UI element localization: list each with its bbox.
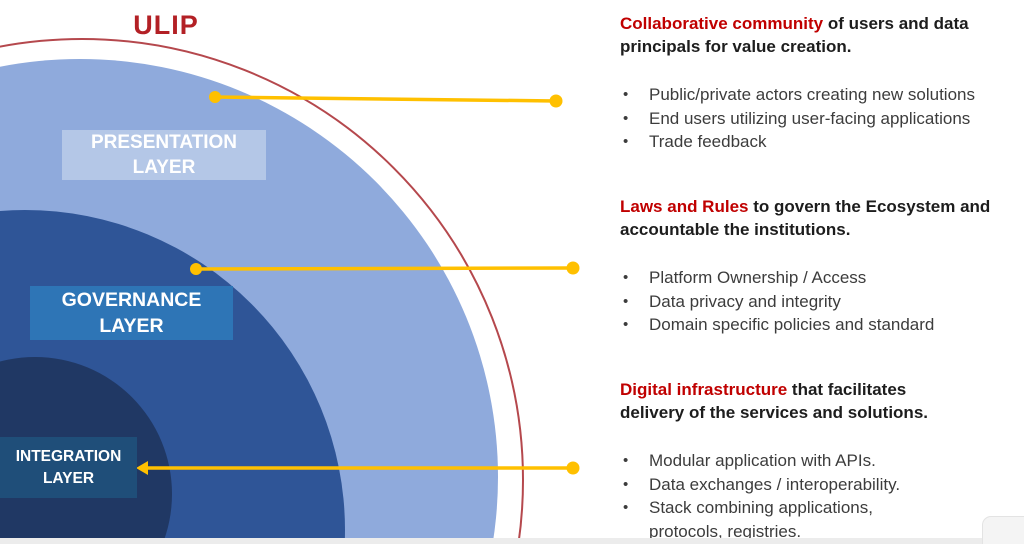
integration-layer-label: INTEGRATION LAYER (0, 437, 137, 498)
bullet-text: End users utilizing user-facing applicat… (649, 108, 971, 128)
bullet-text: Modular application with APIs. (649, 451, 876, 470)
heading-highlight: Laws and Rules (620, 197, 749, 216)
bullet-icon: • (623, 499, 629, 516)
list-item: • Stack combining applications, protocol… (620, 496, 1024, 543)
list-item: • End users utilizing user-facing applic… (620, 107, 1024, 131)
bullet-text: Stack combining applications, protocols,… (649, 498, 873, 541)
list-item: • Public/private actors creating new sol… (620, 83, 1024, 107)
bullet-icon: • (623, 292, 629, 310)
heading-highlight: Collaborative community (620, 14, 824, 33)
bullet-list: • Platform Ownership / Access • Data pri… (620, 266, 1024, 337)
outer-ring-circle (0, 38, 524, 544)
section-heading: Collaborative community of users and dat… (620, 12, 1024, 58)
bullet-icon: • (623, 86, 629, 103)
heading-rest: of users and data principals for value c… (620, 14, 969, 56)
heading-highlight: Digital infrastructure (620, 380, 788, 399)
list-item: • Platform Ownership / Access (620, 266, 1024, 290)
bullet-text: Trade feedback (649, 132, 767, 151)
bullet-text: Data privacy and integrity (649, 291, 841, 311)
heading-rest: that facilitates delivery of the service… (620, 380, 928, 422)
list-item: • Data exchanges / interoperability. (620, 473, 1024, 497)
bullet-icon: • (623, 475, 629, 493)
connector-dot-presentation-right (549, 94, 563, 108)
bullet-text: Data exchanges / interoperability. (649, 474, 901, 494)
connector-dot-presentation-left (209, 91, 221, 103)
page-title: ULIP (133, 10, 199, 40)
section-laws-and-rules: Laws and Rules to govern the Ecosystem a… (620, 195, 1024, 337)
connector-dot-governance-right (566, 261, 580, 275)
bullet-list: • Public/private actors creating new sol… (620, 83, 1024, 154)
governance-layer-label: GOVERNANCE LAYER (30, 286, 233, 340)
bullet-text: Domain specific policies and standard (649, 315, 935, 334)
connector-dot-integration-right (566, 461, 580, 475)
bullet-list: • Modular application with APIs. • Data … (620, 449, 1024, 543)
floating-widget[interactable] (982, 516, 1024, 544)
bullet-icon: • (623, 133, 629, 150)
list-item: • Modular application with APIs. (620, 449, 1024, 473)
connector-arrow-integration-left (136, 461, 148, 475)
bullet-text: Platform Ownership / Access (649, 268, 867, 287)
bullet-text: Public/private actors creating new solut… (649, 85, 975, 104)
bullet-icon: • (623, 316, 629, 333)
presentation-layer-label: PRESENTATION LAYER (62, 130, 266, 180)
bullet-icon: • (623, 452, 629, 469)
bullet-icon: • (623, 269, 629, 286)
slide-bottom-edge (0, 538, 1024, 544)
section-collaborative-community: Collaborative community of users and dat… (620, 12, 1024, 154)
connector-line-presentation (214, 95, 557, 103)
list-item: • Data privacy and integrity (620, 290, 1024, 314)
connector-dot-governance-left (190, 263, 202, 275)
section-digital-infrastructure: Digital infrastructure that facilitates … (620, 378, 1024, 543)
heading-rest: to govern the Ecosystem and accountable … (620, 197, 991, 239)
bullet-icon: • (623, 109, 629, 127)
section-heading: Digital infrastructure that facilitates … (620, 378, 1024, 424)
list-item: • Trade feedback (620, 130, 1024, 154)
list-item: • Domain specific policies and standard (620, 313, 1024, 337)
section-heading: Laws and Rules to govern the Ecosystem a… (620, 195, 1024, 241)
connector-line-governance (195, 266, 574, 271)
